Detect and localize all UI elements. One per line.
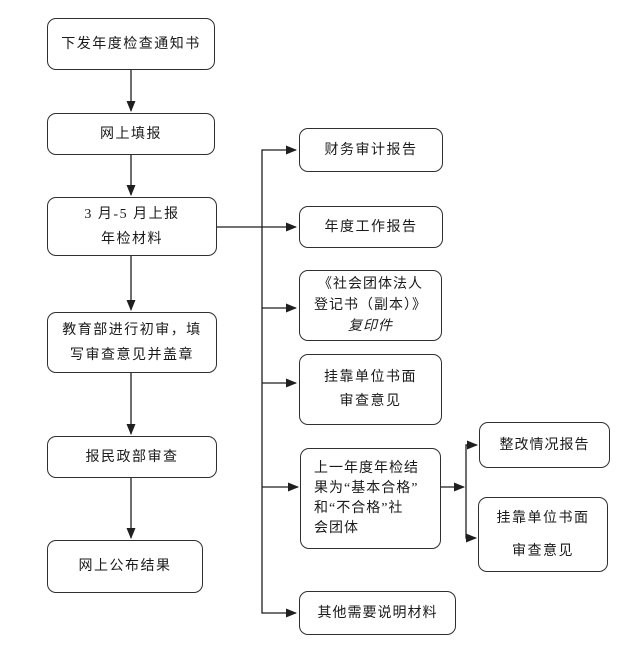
node-text: 网上公布结果 (78, 559, 172, 574)
flow-node-publish-results: 网上公布结果 (47, 540, 203, 593)
node-text: 网上填报 (100, 126, 162, 142)
node-text: 登记书（副本）》 (314, 298, 427, 313)
flow-node-annual-work-report: 年度工作报告 (299, 206, 443, 248)
node-text: 下发年度检查通知书 (61, 36, 201, 52)
node-text: 审查意见 (512, 543, 574, 559)
flow-node-other-explanatory-materials: 其他需要说明材料 (299, 591, 456, 635)
node-text: 复印件 (348, 319, 393, 334)
node-text: 年度工作报告 (324, 219, 418, 235)
flow-node-registration-certificate-copy: 《社会团体法人 登记书（副本）》 复印件 (299, 270, 442, 341)
node-text: 上一年度年检结 (314, 460, 419, 476)
node-text: 果为“基本合格” (314, 480, 419, 496)
node-text: 报民政部审查 (85, 449, 179, 465)
flow-node-issue-notice: 下发年度检查通知书 (47, 18, 215, 70)
node-text: 和“不合格”社 (314, 500, 404, 516)
flow-node-affiliated-unit-opinion: 挂靠单位书面 审查意见 (299, 354, 442, 425)
flow-node-civil-affairs-review: 报民政部审查 (47, 436, 217, 478)
flow-node-rectification-report: 整改情况报告 (479, 422, 610, 468)
flow-node-online-filing: 网上填报 (47, 113, 215, 155)
flow-node-financial-audit-report: 财务审计报告 (299, 128, 443, 172)
node-text: 挂靠单位书面 (496, 510, 590, 526)
node-text: 3 月-5 月上报 (84, 206, 180, 222)
flow-node-submit-materials: 3 月-5 月上报 年检材料 (47, 197, 217, 256)
node-text: 会团体 (314, 520, 359, 536)
node-text: 《社会团体法人 (318, 277, 423, 292)
flow-node-previous-year-result-orgs: 上一年度年检结 果为“基本合格” 和“不合格”社 会团体 (300, 448, 441, 549)
node-text: 审查意见 (339, 393, 402, 409)
node-text: 挂靠单位书面 (324, 369, 417, 385)
node-text: 年检材料 (101, 231, 163, 247)
node-text: 教育部进行初审，填 (62, 322, 202, 338)
node-text: 其他需要说明材料 (317, 605, 438, 621)
flow-node-moe-preliminary-review: 教育部进行初审，填 写审查意见并盖章 (47, 312, 217, 373)
flow-node-affiliated-unit-opinion-2: 挂靠单位书面 审查意见 (478, 497, 608, 572)
node-text: 整改情况报告 (499, 437, 590, 453)
node-text: 写审查意见并盖章 (70, 347, 194, 363)
node-text: 财务审计报告 (324, 142, 418, 158)
